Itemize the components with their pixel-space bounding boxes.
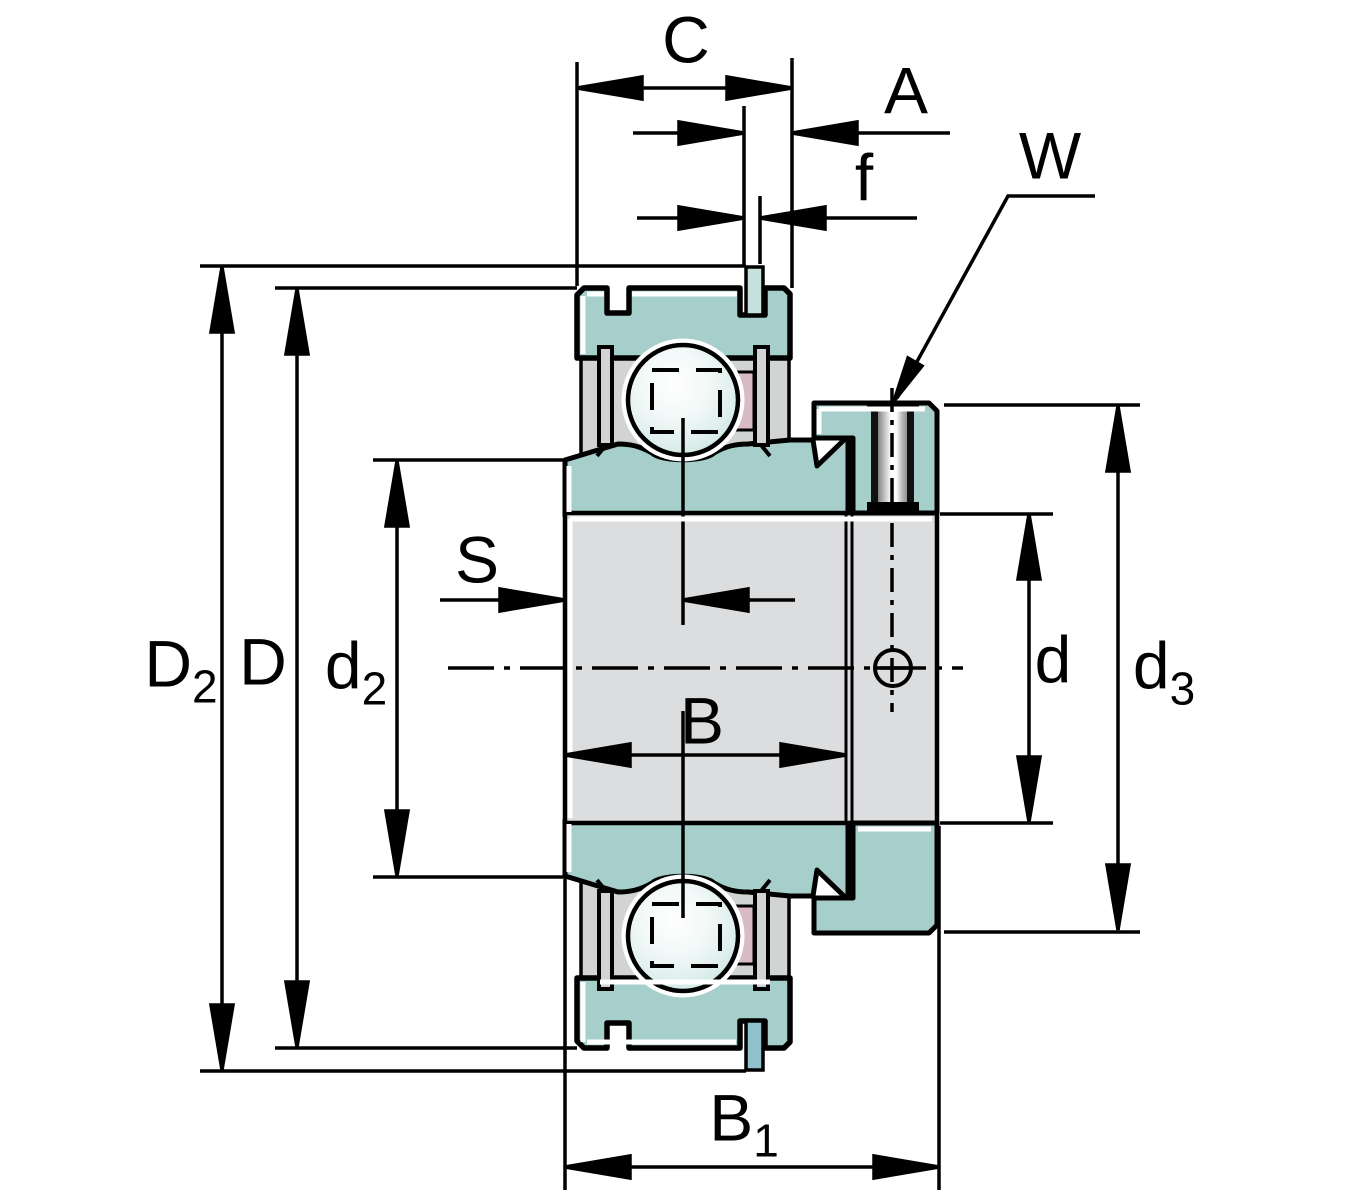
dim-label-d: d xyxy=(1034,622,1072,697)
edge-highlights xyxy=(566,291,932,1045)
dim-label-B: B xyxy=(679,683,725,758)
dim-S xyxy=(440,586,795,614)
dim-f xyxy=(637,204,917,232)
dim-B xyxy=(564,741,847,769)
locking-collar-bottom xyxy=(811,820,940,936)
dim-label-B1: B1 xyxy=(709,1080,779,1167)
dim-label-A: A xyxy=(883,53,929,128)
dim-d2 xyxy=(383,460,411,877)
drill-center-mark xyxy=(873,648,913,688)
leader-W xyxy=(892,194,1095,403)
seal-lip-bottom-left xyxy=(595,878,614,991)
dim-label-C: C xyxy=(662,2,710,77)
dim-D2 xyxy=(208,266,236,1071)
dim-d xyxy=(1015,513,1043,823)
dim-label-d3: d3 xyxy=(1132,628,1196,715)
dim-C xyxy=(576,74,793,102)
dim-label-S: S xyxy=(454,522,500,597)
dim-B1 xyxy=(564,1153,940,1181)
lubrication-hole-top xyxy=(744,265,765,317)
dim-A xyxy=(633,119,950,147)
dim-label-f: f xyxy=(854,140,874,215)
dim-D xyxy=(283,288,311,1048)
seal-lip-bottom-right xyxy=(753,878,772,991)
seal-lip-top-right xyxy=(753,345,772,458)
dim-label-W: W xyxy=(1018,118,1082,193)
ball-top xyxy=(621,338,745,462)
dim-d3 xyxy=(1104,405,1132,931)
dim-label-D2: D2 xyxy=(144,626,218,713)
outer-ring-top-section xyxy=(574,285,793,361)
dimension-lines xyxy=(200,58,1140,1190)
lubrication-hole-bottom xyxy=(744,1019,765,1072)
dim-label-d2: d2 xyxy=(324,628,388,715)
ball-center-dashed-box-bottom xyxy=(650,711,722,968)
seal-lip-top-left xyxy=(595,345,614,458)
dim-label-D: D xyxy=(239,624,287,699)
